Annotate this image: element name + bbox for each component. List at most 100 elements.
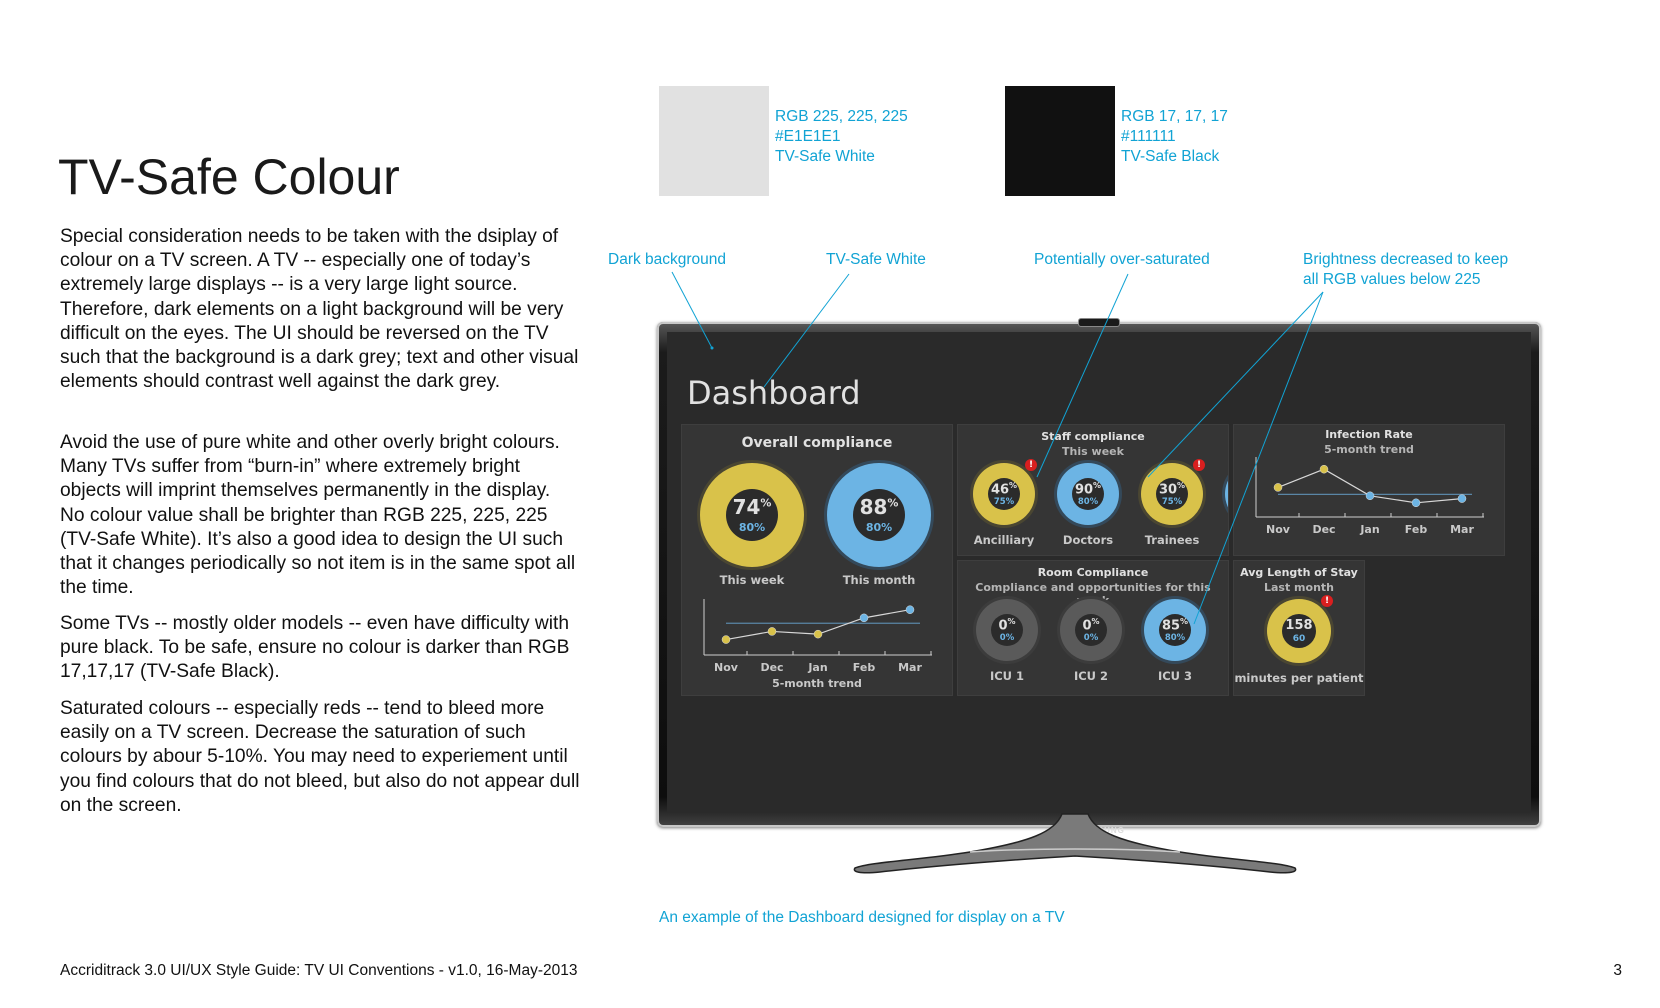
alert-icon: !: [1193, 459, 1205, 471]
body-text: Saturated colours -- especially reds -- …: [60, 697, 580, 818]
footer-text: Accriditrack 3.0 UI/UX Style Guide: TV U…: [60, 962, 578, 979]
staff-donut-center: 46%75%: [988, 478, 1020, 510]
paragraph-3: Some TVs -- mostly older models -- even …: [60, 613, 570, 683]
stay-label: minutes per patient: [1234, 671, 1364, 685]
room-compliance-card[interactable]: Room Compliance Compliance and opportuni…: [957, 560, 1229, 696]
overall-compliance-title: Overall compliance: [741, 435, 893, 451]
swatch-black-name: TV-Safe Black: [1121, 148, 1220, 165]
room-donut-center: 0%0%: [1075, 614, 1107, 646]
staff-value-pct: %: [1093, 481, 1102, 490]
week-donut-center: 74% 80%: [726, 489, 778, 541]
room-value: 85%: [1159, 617, 1191, 633]
staff-compliance-card[interactable]: Staff compliance This week 46%75%!Ancill…: [957, 424, 1229, 556]
room-donut: 0%0%: [1060, 599, 1122, 661]
page-number: 3: [1613, 962, 1622, 979]
tv-sensor: [1078, 318, 1120, 327]
room-label: ICU 2: [1073, 669, 1109, 683]
swatch-black-rgb: RGB 17, 17, 17: [1121, 108, 1228, 125]
room-title: Room Compliance: [1037, 566, 1149, 579]
staff-donut: 46%75%!: [973, 459, 1037, 525]
room-value-pct: %: [1091, 617, 1100, 626]
infection-chart-point: [1273, 483, 1283, 492]
month-donut-center: 88% 80%: [853, 489, 905, 541]
infection-chart-point: [1365, 491, 1375, 501]
callout-dark-background: Dark background: [608, 251, 727, 268]
infection-chart-tick-label: Feb: [1405, 523, 1428, 536]
staff-target: 80%: [1077, 497, 1099, 507]
overall-chart-point: [905, 605, 915, 614]
room-donut-center: 85%80%: [1159, 614, 1191, 646]
staff-label: Ancilliary: [973, 533, 1035, 547]
staff-donut: 90%80%: [1057, 463, 1119, 525]
callout-tv-safe-white: TV-Safe White: [826, 251, 926, 268]
callout-brightness-line-1: Brightness decreased to keep: [1303, 251, 1509, 268]
avg-stay-card[interactable]: Avg Length of Stay Last month 158 60 ! m…: [1233, 560, 1365, 696]
overall-trend-label: 5-month trend: [772, 677, 862, 690]
room-value-pct: %: [1007, 617, 1016, 626]
staff-donut-center: 30%75%: [1156, 478, 1188, 510]
month-value-pct: %: [887, 496, 899, 510]
staff-value-number: 90: [1074, 482, 1094, 498]
infection-chart-point: [1457, 494, 1467, 503]
staff-title: Staff compliance: [1041, 430, 1145, 443]
room-value-number: 0: [1082, 618, 1092, 634]
body-text: Some TVs -- mostly older models -- even …: [60, 612, 580, 685]
swatch-white: [659, 86, 769, 196]
staff-donut-partial: [1225, 463, 1228, 525]
staff-value: 90%: [1072, 481, 1104, 497]
week-target: 80%: [738, 521, 766, 534]
swatch-black-info: RGB 17, 17, 17 #111111 TV-Safe Black: [1121, 107, 1228, 167]
staff-label: Trainees: [1144, 533, 1200, 547]
callout-over-saturated: Potentially over-saturated: [1034, 251, 1210, 268]
room-value-pct: %: [1180, 617, 1189, 626]
month-value: 88%: [853, 495, 905, 519]
room-label: ICU 3: [1157, 669, 1193, 683]
month-value-number: 88: [859, 495, 888, 519]
infection-title: Infection Rate: [1325, 428, 1413, 441]
infection-chart-point: [1319, 464, 1329, 474]
overall-compliance-card[interactable]: Overall compliance 74% 80% This week 88%…: [681, 424, 953, 696]
room-value-number: 85: [1161, 618, 1181, 634]
stay-target: 60: [1292, 634, 1306, 644]
month-target: 80%: [865, 521, 893, 534]
swatch-white-hex: #E1E1E1: [775, 128, 841, 145]
overall-chart-tick-label: Mar: [898, 661, 922, 674]
staff-label: Doctors: [1062, 533, 1114, 547]
overall-chart-tick-label: Dec: [760, 661, 783, 674]
swatch-black: [1005, 86, 1115, 196]
room-target: 0%: [1083, 633, 1099, 643]
room-value: 0%: [1075, 617, 1107, 633]
staff-value-number: 46: [990, 482, 1010, 498]
room-donut: 0%0%: [976, 599, 1038, 661]
page-title: TV-Safe Colour: [58, 149, 400, 205]
staff-subtitle: This week: [1062, 445, 1124, 458]
staff-target: 75%: [993, 497, 1015, 507]
room-label: ICU 1: [989, 669, 1025, 683]
staff-target: 75%: [1161, 497, 1183, 507]
stay-subtitle: Last month: [1263, 581, 1334, 594]
body-text: Avoid the use of pure white and other ov…: [60, 431, 580, 600]
room-value: 0%: [991, 617, 1023, 633]
tv-screen: Dashboard Overall compliance 74% 80% Thi…: [667, 332, 1531, 812]
tv-stand: [853, 813, 1297, 874]
stay-title: Avg Length of Stay: [1240, 566, 1358, 579]
alert-icon: !: [1025, 459, 1037, 471]
infection-chart-tick-label: Nov: [1266, 523, 1291, 536]
paragraph-1: Special consideration needs to be taken …: [60, 226, 579, 393]
week-donut: 74% 80%: [700, 463, 804, 567]
swatch-black-hex: #111111: [1121, 128, 1176, 145]
room-donut: 85%80%: [1144, 599, 1206, 661]
infection-chart-tick-label: Jan: [1359, 523, 1379, 536]
swatch-white-info: RGB 225, 225, 225 #E1E1E1 TV-Safe White: [775, 107, 908, 167]
room-target: 0%: [999, 633, 1015, 643]
overall-chart-point: [721, 635, 731, 644]
overall-chart-tick-label: Nov: [714, 661, 739, 674]
body-text: Special consideration needs to be taken …: [60, 225, 580, 394]
month-donut: 88% 80%: [827, 463, 931, 567]
stay-value: 158: [1285, 618, 1313, 633]
week-value: 74%: [726, 495, 778, 519]
callout-brightness: Brightness decreased to keep all RGB val…: [1303, 250, 1508, 290]
swatch-white-name: TV-Safe White: [775, 148, 875, 165]
